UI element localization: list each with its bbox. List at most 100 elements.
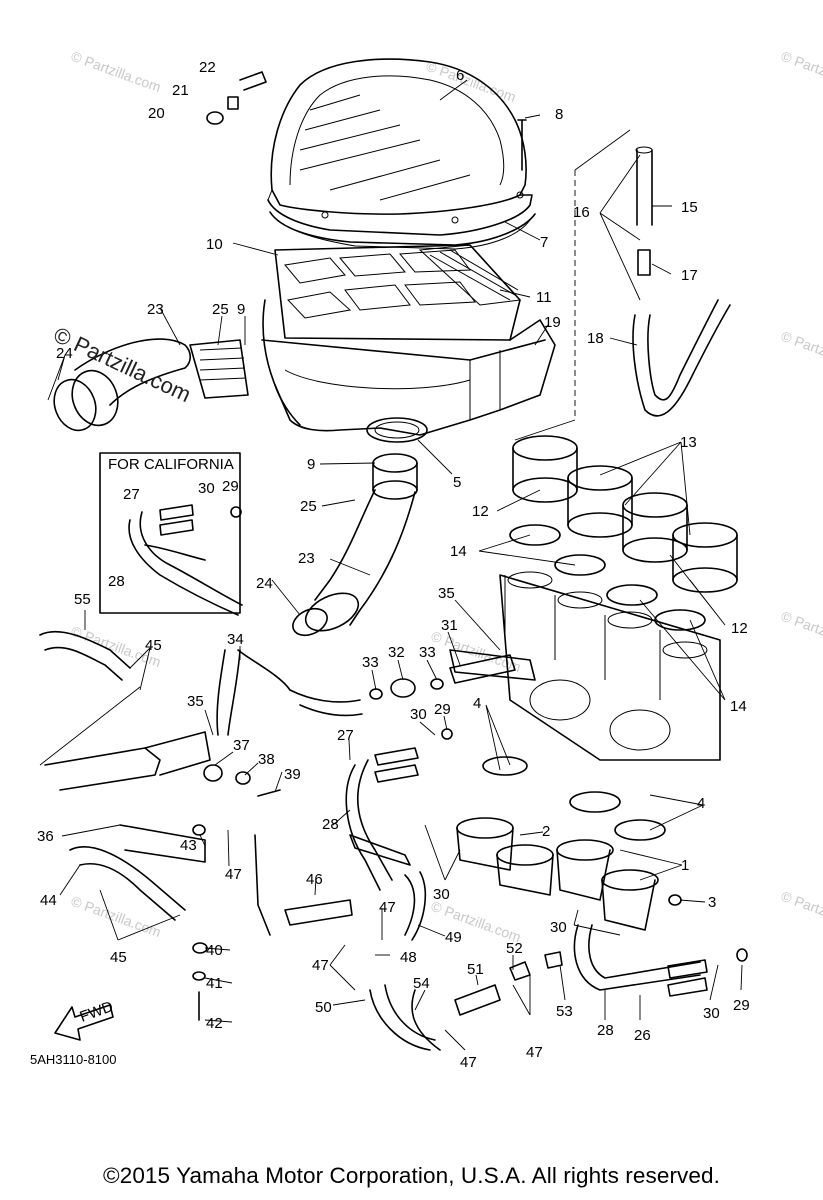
watermark-small: © Partzilla.com — [429, 628, 523, 675]
part-label: 26 — [634, 1027, 651, 1044]
part-label: 16 — [573, 204, 590, 221]
part-label: 6 — [456, 67, 464, 84]
part-label: 42 — [206, 1015, 223, 1032]
part-label: 32 — [388, 644, 405, 661]
part-label: 21 — [172, 82, 189, 99]
part-label: 23 — [147, 301, 164, 318]
vent-hoses — [345, 747, 427, 941]
intake-joints — [456, 756, 666, 931]
part-label: 47 — [379, 899, 396, 916]
part-label: 14 — [730, 698, 747, 715]
part-label: 13 — [680, 434, 697, 451]
part-label: 45 — [110, 949, 127, 966]
part-label: 19 — [544, 314, 561, 331]
part-label: 4 — [473, 695, 481, 712]
part-label: 36 — [37, 828, 54, 845]
part-label: 15 — [681, 199, 698, 216]
watermark-small: © Partzilla.com — [779, 48, 823, 95]
watermark-small: © Partzilla.com — [779, 608, 823, 655]
lower-left-hoses — [39, 630, 353, 936]
part-label: 17 — [681, 267, 698, 284]
part-label: 24 — [256, 575, 273, 592]
part-label: 18 — [587, 330, 604, 347]
air-filter-element — [274, 244, 522, 341]
part-label: 22 — [199, 59, 216, 76]
part-label: 33 — [362, 654, 379, 671]
part-label: 30 — [410, 706, 427, 723]
part-label: 14 — [450, 543, 467, 560]
part-label: 54 — [413, 975, 430, 992]
air-box-case — [261, 299, 556, 443]
carburetor-assembly — [449, 571, 721, 761]
part-label: 28 — [597, 1022, 614, 1039]
lower-hoses — [369, 924, 708, 1051]
part-label: 9 — [307, 456, 315, 473]
part-label: 48 — [400, 949, 417, 966]
part-label: 44 — [40, 892, 57, 909]
part-label: 45 — [145, 637, 162, 654]
part-label: 4 — [697, 795, 705, 812]
part-label: 41 — [206, 975, 223, 992]
part-label: 29 — [434, 701, 451, 718]
part-label: 24 — [56, 345, 73, 362]
part-label: 1 — [681, 857, 689, 874]
carb-joints — [509, 435, 738, 631]
part-label: 2 — [542, 823, 550, 840]
part-label: 35 — [187, 693, 204, 710]
part-label: 47 — [460, 1054, 477, 1071]
watermark-small: © Partzilla.com — [424, 58, 518, 105]
part-label: 55 — [74, 591, 91, 608]
part-label: 34 — [227, 631, 244, 648]
intake-duct-lower — [292, 453, 418, 637]
hose-connectors — [289, 654, 516, 717]
part-label: 30 — [433, 886, 450, 903]
part-label: 49 — [445, 929, 462, 946]
part-label: 20 — [148, 105, 165, 122]
part-label: 47 — [312, 957, 329, 974]
watermark-layer: © Partzilla.com © Partzilla.com © Partzi… — [69, 48, 823, 945]
part-label: 9 — [237, 301, 245, 318]
part-label: 12 — [731, 620, 748, 637]
watermark-small: © Partzilla.com — [779, 328, 823, 375]
california-box-title: FOR CALIFORNIA — [108, 456, 234, 473]
part-label: 30 — [550, 919, 567, 936]
part-label: 28 — [108, 573, 125, 590]
air-box-cover — [267, 58, 533, 236]
part-label: 47 — [526, 1044, 543, 1061]
part-label: 43 — [180, 837, 197, 854]
part-label: 5 — [453, 474, 461, 491]
part-label: 50 — [315, 999, 332, 1016]
part-label: 29 — [222, 478, 239, 495]
part-label: 53 — [556, 1003, 573, 1020]
watermark-small: © Partzilla.com — [429, 898, 523, 945]
forward-arrow: FWD — [54, 998, 116, 1041]
part-label: 39 — [284, 766, 301, 783]
gasket — [269, 211, 536, 250]
watermark-small: © Partzilla.com — [779, 888, 823, 935]
part-label: 27 — [123, 486, 140, 503]
california-box-border — [99, 452, 241, 614]
part-label: 11 — [536, 289, 552, 306]
leader-lines — [47, 79, 743, 1051]
copyright-notice: ©2015 Yamaha Motor Corporation, U.S.A. A… — [103, 1163, 720, 1188]
part-label: 35 — [438, 585, 455, 602]
watermark-small: © Partzilla.com — [69, 48, 163, 95]
part-label: 23 — [298, 550, 315, 567]
part-label: 12 — [472, 503, 489, 520]
part-label: 40 — [206, 942, 223, 959]
part-label: 33 — [419, 644, 436, 661]
part-label: 10 — [206, 236, 223, 253]
part-label: 28 — [322, 816, 339, 833]
part-label: 46 — [306, 871, 323, 888]
part-label: 29 — [733, 997, 750, 1014]
intake-duct-upper — [53, 338, 249, 432]
breather-hoses — [514, 129, 731, 441]
diagram-code: 5AH3110-8100 — [30, 1052, 117, 1067]
part-label: 30 — [198, 480, 215, 497]
part-label: 52 — [506, 940, 523, 957]
part-label: 7 — [540, 234, 548, 251]
part-label: 25 — [212, 301, 229, 318]
part-labels: 22 21 20 6 8 16 15 7 10 17 11 23 25 9 19… — [37, 59, 750, 1071]
part-label: 8 — [555, 106, 563, 123]
